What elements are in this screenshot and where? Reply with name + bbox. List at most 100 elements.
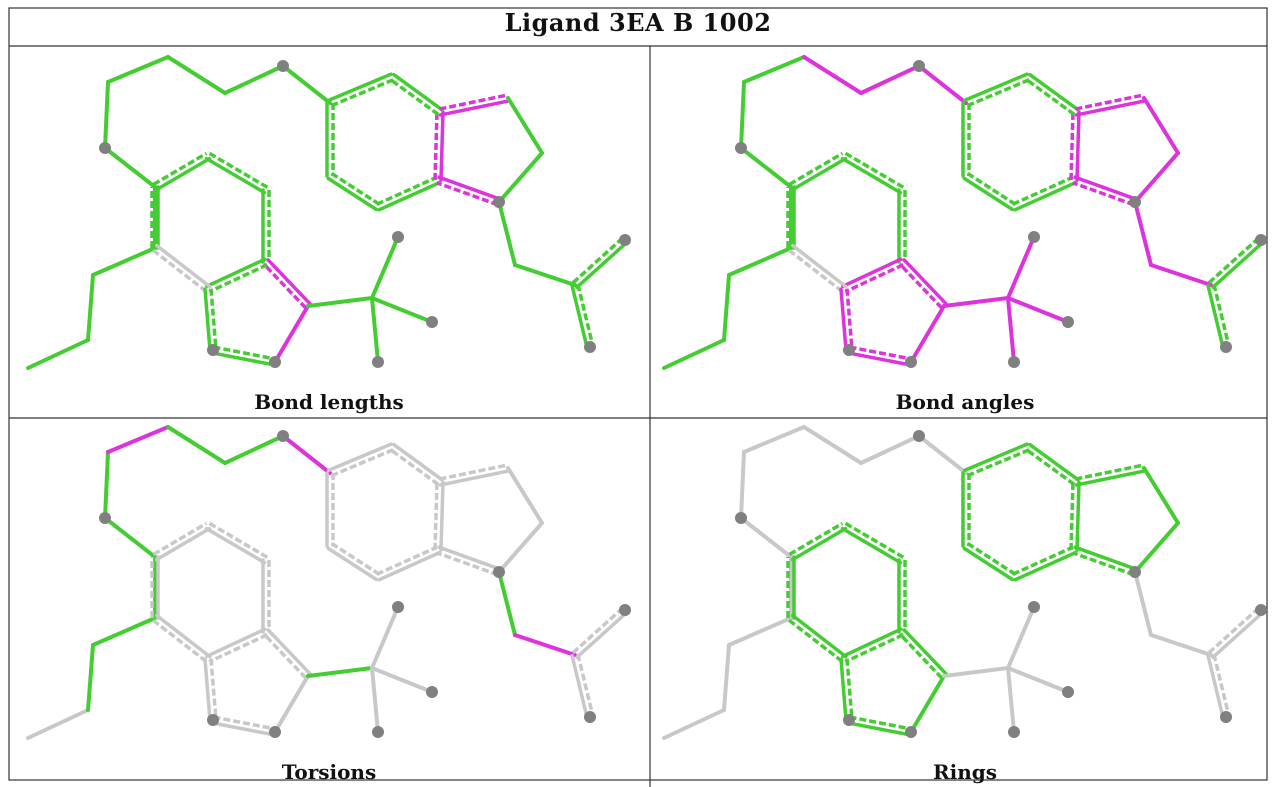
bond <box>942 666 1010 678</box>
bond <box>273 304 310 364</box>
atom-marker <box>1008 726 1020 738</box>
bond <box>152 521 212 562</box>
bond <box>802 425 863 465</box>
atom-marker <box>913 430 925 442</box>
atom-marker <box>1008 356 1020 368</box>
bond <box>859 64 921 95</box>
bond <box>103 80 110 150</box>
bond <box>370 296 434 324</box>
bond <box>909 674 946 734</box>
bond <box>840 627 905 664</box>
bond <box>223 64 285 95</box>
bond <box>1149 263 1213 287</box>
bond <box>571 606 629 659</box>
panel-caption-rings: Rings <box>932 760 997 784</box>
bond <box>909 304 946 364</box>
bond <box>370 666 380 734</box>
bond <box>786 185 796 250</box>
atom-marker <box>619 234 631 246</box>
atom-marker <box>392 231 404 243</box>
bond <box>788 243 848 293</box>
bond <box>86 643 95 712</box>
bond <box>262 628 312 680</box>
bond <box>86 273 95 342</box>
bond <box>513 263 577 287</box>
bond <box>166 55 227 95</box>
bond <box>370 666 434 694</box>
bond <box>150 185 160 250</box>
bond <box>106 55 170 84</box>
bond <box>1025 442 1080 486</box>
bond <box>571 236 629 289</box>
bond <box>436 175 502 207</box>
bond <box>898 628 948 680</box>
bond <box>103 516 157 559</box>
bond <box>497 200 517 267</box>
atom-marker <box>1062 316 1074 328</box>
bond <box>570 653 595 720</box>
bond <box>103 450 110 520</box>
bond <box>727 246 793 277</box>
bond <box>26 708 90 740</box>
bond <box>204 257 269 294</box>
atom-marker <box>99 142 111 154</box>
bond <box>273 674 310 734</box>
bond <box>897 188 907 264</box>
bond <box>962 172 1017 212</box>
bond <box>570 283 595 350</box>
bond <box>802 55 863 95</box>
bond <box>742 55 806 84</box>
bond <box>662 708 726 740</box>
panel-bond-angles <box>662 55 1267 370</box>
bond <box>917 434 968 475</box>
bond <box>103 146 157 189</box>
bond <box>223 434 285 465</box>
bond <box>788 151 848 192</box>
bond <box>203 287 218 352</box>
bond <box>942 296 1010 308</box>
bond <box>961 471 971 548</box>
atom-marker <box>843 714 855 726</box>
atom-marker <box>619 604 631 616</box>
panel-torsions <box>26 425 631 740</box>
panel-caption-bond-lengths: Bond lengths <box>254 390 404 414</box>
bond <box>506 466 544 525</box>
bond <box>1012 175 1077 212</box>
bond <box>204 151 269 195</box>
bond <box>739 450 746 520</box>
bond <box>91 616 157 647</box>
bond <box>152 243 212 293</box>
bond <box>370 296 380 364</box>
bond <box>788 521 848 562</box>
bond <box>1006 605 1036 670</box>
bond <box>327 72 394 108</box>
bond <box>166 425 227 465</box>
atom-marker <box>277 60 289 72</box>
bond <box>203 657 218 722</box>
bond <box>788 613 848 663</box>
bond <box>152 151 212 192</box>
atom-marker <box>1220 341 1232 353</box>
atom-marker <box>372 726 384 738</box>
bond <box>506 96 544 155</box>
bond <box>436 545 502 577</box>
bond <box>204 521 269 565</box>
bond <box>722 643 731 712</box>
bond <box>963 442 1030 478</box>
bond <box>261 558 271 634</box>
bond <box>204 627 269 664</box>
bond <box>497 570 517 637</box>
bond <box>897 558 907 634</box>
bond <box>1012 545 1077 582</box>
bond <box>433 110 445 182</box>
bond <box>106 425 170 454</box>
atom-marker <box>207 714 219 726</box>
bond <box>376 175 441 212</box>
bond <box>962 542 1017 582</box>
atom-marker <box>1062 686 1074 698</box>
bond <box>662 338 726 370</box>
bond <box>152 613 212 663</box>
bond <box>1149 633 1213 657</box>
bond <box>1142 96 1180 155</box>
